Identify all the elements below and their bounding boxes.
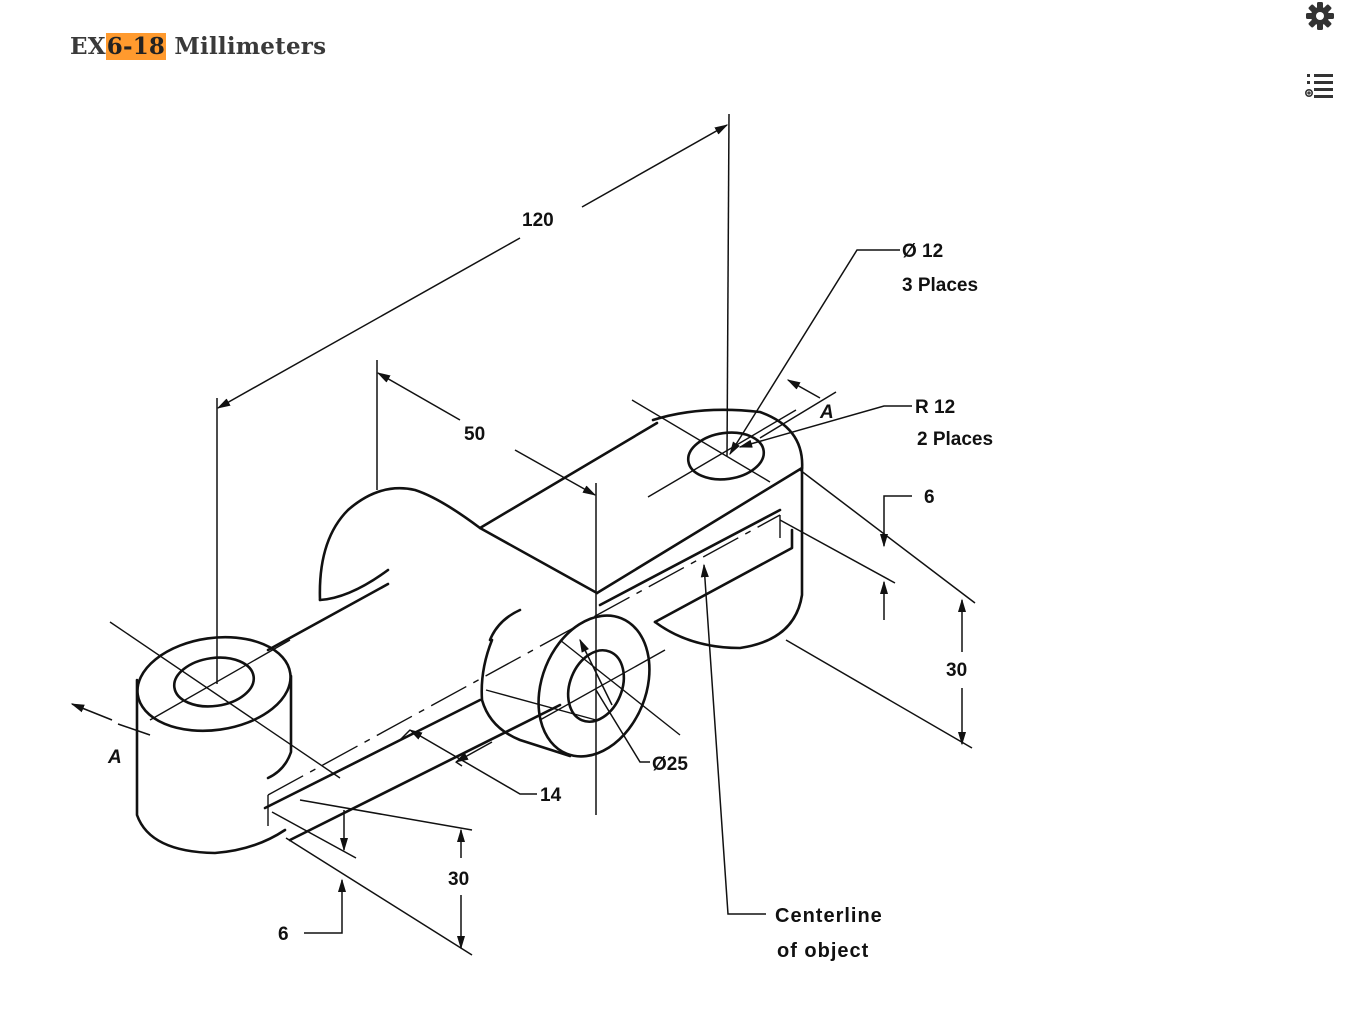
settings-button[interactable] <box>1304 0 1336 32</box>
bottom-bar <box>263 528 794 842</box>
dim-boss-diameter: Ø25 <box>652 754 688 775</box>
dimension-lines <box>70 113 976 956</box>
title-prefix: EX <box>70 33 106 60</box>
object-outline <box>135 408 804 855</box>
half-cylinder <box>318 486 599 602</box>
gear-icon <box>1306 2 1334 30</box>
dim-overall-length: 120 <box>522 210 554 231</box>
dim-hole-diameter: Ø 12 <box>902 241 943 262</box>
dim-web-width: 14 <box>540 785 562 806</box>
note-centerline: Centerline <box>775 905 883 927</box>
left-hole <box>172 656 256 708</box>
dim-radius-count: 2 Places <box>917 429 993 450</box>
note-of-object: of object <box>777 940 869 962</box>
front-boss-inner <box>566 649 626 723</box>
dim-height-right: 30 <box>946 660 967 681</box>
center-lines <box>109 399 797 826</box>
title-search-highlight: 6-18 <box>105 33 167 60</box>
dim-height-left: 30 <box>448 869 469 890</box>
section-label-right: A <box>819 402 834 423</box>
title-suffix: Millimeters <box>166 33 327 60</box>
dim-rib-thickness-left: 6 <box>278 924 289 945</box>
left-boss-wall <box>135 678 287 855</box>
section-label-left: A <box>107 747 122 768</box>
right-boss-top <box>686 431 766 481</box>
list-icon <box>1305 74 1333 98</box>
dim-rib-thickness-right: 6 <box>924 487 935 508</box>
top-web <box>266 421 804 652</box>
page-title: EX6-18 Millimeters <box>70 30 326 64</box>
dim-hole-count: 3 Places <box>902 275 978 296</box>
dim-radius: R 12 <box>915 397 955 418</box>
right-boss-wall <box>651 408 804 650</box>
dim-center-offset: 50 <box>464 424 485 445</box>
contents-button[interactable] <box>1304 70 1336 102</box>
